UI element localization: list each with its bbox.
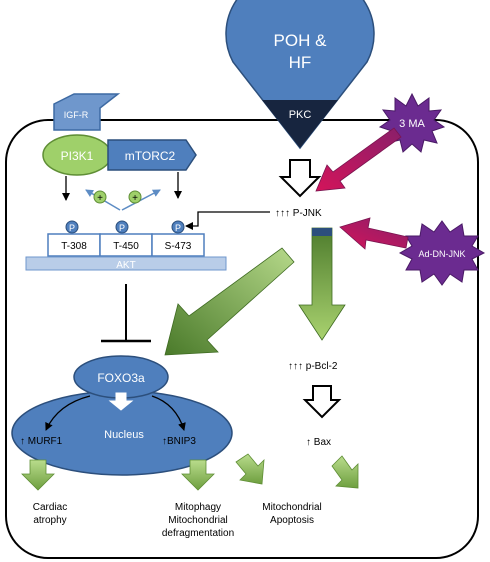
pjnk-to-pbcl2-arrow (298, 227, 346, 341)
bax-output-arrow (331, 455, 359, 489)
foxo-to-nucleus-arrow (108, 392, 134, 411)
phospho-label: P (119, 223, 125, 233)
mtorc2-label: mTORC2 (125, 149, 176, 163)
cell-boundary (5, 119, 479, 559)
phospho-s473: P (171, 220, 185, 234)
outcome-cardiac-line1: Cardiac (33, 502, 67, 513)
outcome-apoptosis-line1: Mitochondrial (262, 502, 321, 513)
poh-hf-line1: POH & (274, 31, 328, 50)
outcome-mito-line1: Mitophagy (175, 502, 221, 513)
plus-sign: + (97, 193, 103, 204)
phospho-label: P (69, 223, 75, 233)
plus-circle-right: + (128, 190, 142, 204)
outcome-apoptosis-line2: Apoptosis (270, 515, 314, 526)
outcome-mito-line2: Mitochondrial (168, 515, 227, 526)
inhibitor-ad-dn-jnk: Ad-DN-JNK (398, 220, 486, 286)
pkc-to-pjnk-arrow (278, 159, 322, 198)
outcome-cardiac-line2: atrophy (33, 515, 66, 526)
bax-label: ↑ Bax (306, 437, 331, 448)
pi3k1-label: PI3K1 (61, 149, 94, 163)
3ma-to-pjnk-arrow (315, 127, 402, 192)
ad-dn-jnk-to-pjnk-arrow (339, 217, 409, 250)
foxo3a-node: FOXO3a (73, 355, 169, 399)
akt-label: AKT (116, 260, 135, 271)
foxo-to-bnip3-arrow (151, 395, 186, 431)
phospho-t450: P (115, 220, 129, 234)
phospho-t308: P (65, 220, 79, 234)
akt-site-t450: T-450 (113, 241, 139, 252)
pbcl2-to-bax-arrow (302, 385, 342, 419)
bnip3-label: ↑BNIP3 (162, 436, 196, 447)
murf1-output-arrow (21, 459, 55, 491)
akt-site-s473: S-473 (165, 241, 192, 252)
plus-circle-left: + (93, 190, 107, 204)
outcome-mito-line3: defragmentation (162, 528, 234, 539)
akt-inhibits-foxo (101, 284, 151, 343)
phospho-label: P (175, 223, 181, 233)
pjnk-to-foxo-arrow (164, 247, 295, 356)
bnip3-apoptosis-arrow (235, 453, 265, 485)
nucleus-label: Nucleus (104, 429, 144, 441)
nucleus: Nucleus ↑ MURF1 ↑BNIP3 (11, 390, 233, 476)
pjnk-to-s473-line (185, 211, 270, 230)
foxo-to-murf1-arrow (45, 395, 91, 431)
pbcl2-label: ↑↑↑ p-Bcl-2 (288, 361, 338, 372)
akt-site-t308: T-308 (61, 241, 87, 252)
pkc-label: PKC (289, 109, 312, 121)
akt-site-boxes: T-308 T-450 S-473 (47, 233, 205, 257)
plus-sign: + (132, 193, 138, 204)
bnip3-output-arrow (181, 459, 215, 491)
akt-bar: AKT (25, 256, 227, 271)
pi3k1-node: PI3K1 (42, 134, 112, 176)
mtorc2-node: mTORC2 (107, 139, 197, 171)
poh-hf-source: POH & HF PKC (225, 0, 375, 150)
poh-hf-line2: HF (289, 53, 312, 72)
foxo3a-label: FOXO3a (97, 371, 145, 385)
igf-r-receptor: IGF-R (53, 93, 121, 131)
pjnk-label: ↑↑↑ P-JNK (275, 208, 322, 219)
igf-r-label: IGF-R (64, 110, 89, 120)
inhibitor-ad-dn-jnk-label: Ad-DN-JNK (418, 249, 465, 259)
inhibitor-3ma-label: 3 MA (399, 118, 425, 130)
murf1-label: ↑ MURF1 (20, 436, 63, 447)
